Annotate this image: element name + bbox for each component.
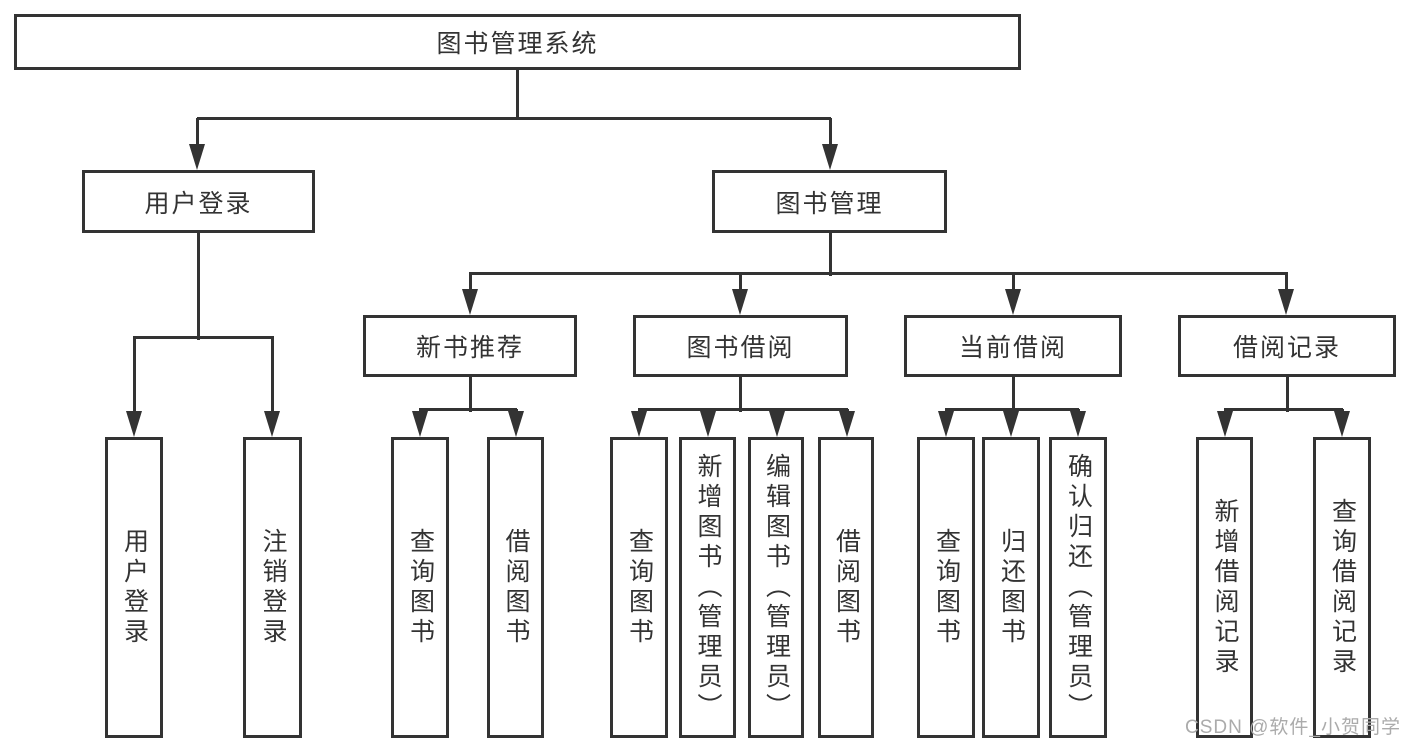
- node-user-login: 用户登录: [82, 170, 315, 233]
- node-book-mgmt: 图书管理: [712, 170, 947, 233]
- connector-arrowhead: [1070, 411, 1086, 437]
- node-cb-query: 查询图书: [917, 437, 975, 738]
- node-cb-return: 归还图书: [982, 437, 1040, 738]
- node-current-borrow: 当前借阅: [904, 315, 1122, 377]
- connector-line: [1285, 273, 1288, 291]
- connector-arrowhead: [1003, 411, 1019, 437]
- node-label: 查询图书: [625, 527, 654, 648]
- connector-arrowhead: [631, 411, 647, 437]
- node-label: 用户登录: [120, 527, 149, 648]
- connector-line: [196, 118, 199, 146]
- node-label: 图书管理系统: [436, 30, 599, 58]
- connector-line: [1012, 377, 1015, 412]
- node-label: 归还图书: [997, 527, 1026, 648]
- node-label: 新书推荐: [415, 334, 524, 362]
- connector-line: [638, 408, 848, 411]
- node-bb-add: 新增图书（管理员）: [679, 437, 736, 738]
- node-label: 确认归还（管理员）: [1064, 452, 1093, 723]
- node-br-add: 新增借阅记录: [1196, 437, 1253, 738]
- node-cb-confirm: 确认归还（管理员）: [1049, 437, 1107, 738]
- connector-line: [419, 408, 517, 411]
- node-br-query: 查询借阅记录: [1313, 437, 1371, 738]
- node-nb-query: 查询图书: [391, 437, 449, 738]
- node-label: 借阅图书: [502, 527, 530, 648]
- connector-arrowhead: [189, 144, 205, 170]
- node-label: 借阅记录: [1232, 334, 1341, 362]
- connector-line: [469, 377, 472, 412]
- connector-arrowhead: [1005, 289, 1021, 315]
- connector-line: [133, 336, 274, 339]
- node-label: 查询图书: [406, 527, 435, 648]
- node-label: 图书借阅: [686, 334, 795, 362]
- node-nb-borrow: 借阅图书: [487, 437, 544, 738]
- connector-line: [516, 70, 519, 119]
- node-label: 图书管理: [775, 189, 884, 218]
- node-bb-query: 查询图书: [610, 437, 668, 738]
- connector-line: [829, 233, 832, 276]
- node-root: 图书管理系统: [14, 14, 1021, 70]
- node-label: 借阅图书: [832, 527, 861, 648]
- connector-arrowhead: [732, 289, 748, 315]
- connector-arrowhead: [822, 144, 838, 170]
- node-book-borrow: 图书借阅: [633, 315, 848, 377]
- connector-line: [271, 337, 274, 413]
- node-label: 查询图书: [932, 527, 961, 648]
- connector-arrowhead: [264, 411, 280, 437]
- connector-line: [469, 272, 1288, 275]
- node-label: 新增图书（管理员）: [694, 452, 722, 723]
- connector-arrowhead: [1278, 289, 1294, 315]
- connector-line: [829, 118, 832, 146]
- connector-line: [469, 273, 472, 291]
- connector-line: [739, 377, 742, 412]
- connector-line: [197, 117, 831, 120]
- connector-arrowhead: [839, 411, 855, 437]
- connector-arrowhead: [412, 411, 428, 437]
- connector-line: [739, 273, 742, 291]
- connector-arrowhead: [462, 289, 478, 315]
- node-new-books: 新书推荐: [363, 315, 577, 377]
- node-label: 当前借阅: [958, 334, 1067, 362]
- node-label: 注销登录: [259, 527, 287, 648]
- connector-arrowhead: [938, 411, 954, 437]
- node-label: 用户登录: [144, 189, 253, 218]
- connector-arrowhead: [126, 411, 142, 437]
- connector-line: [1224, 408, 1343, 411]
- connector-arrowhead: [1217, 411, 1233, 437]
- watermark: CSDN @软件_小贺同学: [1185, 717, 1401, 738]
- node-logout-v: 注销登录: [243, 437, 302, 738]
- node-label: 编辑图书（管理员）: [762, 452, 791, 723]
- connector-line: [133, 337, 136, 413]
- node-borrow-records: 借阅记录: [1178, 315, 1396, 377]
- connector-arrowhead: [769, 411, 785, 437]
- node-label: 查询借阅记录: [1328, 497, 1357, 678]
- node-user-login-v: 用户登录: [105, 437, 163, 738]
- node-bb-borrow: 借阅图书: [818, 437, 874, 738]
- node-bb-edit: 编辑图书（管理员）: [748, 437, 804, 738]
- connector-line: [1286, 377, 1289, 412]
- connector-line: [1012, 273, 1015, 291]
- connector-arrowhead: [508, 411, 524, 437]
- node-label: 新增借阅记录: [1211, 497, 1239, 678]
- connector-arrowhead: [700, 411, 716, 437]
- connector-arrowhead: [1334, 411, 1350, 437]
- connector-line: [197, 233, 200, 340]
